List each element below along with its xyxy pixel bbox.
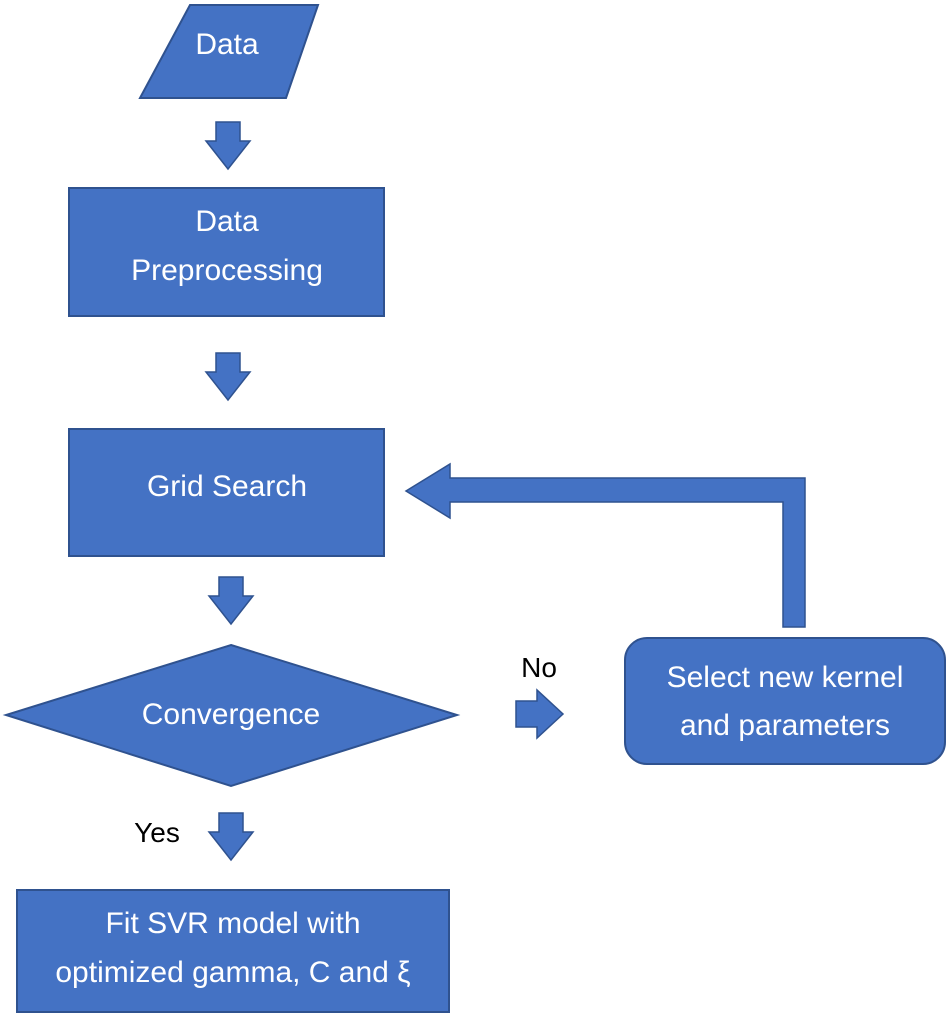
node-fit-model: Fit SVR model with optimized gamma, C an… bbox=[16, 889, 450, 1013]
arrow-preprocessing-to-grid-search bbox=[204, 352, 252, 402]
node-select-kernel-label-line2: and parameters bbox=[680, 709, 890, 742]
node-preprocessing-label-line1: Data bbox=[195, 205, 259, 238]
node-data-label: Data bbox=[195, 28, 259, 61]
node-preprocessing: Data Preprocessing bbox=[68, 187, 385, 317]
edge-label-yes: Yes bbox=[134, 817, 180, 848]
node-select-kernel-shape bbox=[624, 637, 946, 765]
node-convergence: Convergence bbox=[2, 643, 461, 788]
node-grid-search-shape bbox=[68, 428, 385, 557]
node-fit-model-label-line1: Fit SVR model with bbox=[105, 907, 360, 940]
node-preprocessing-shape bbox=[68, 187, 385, 317]
node-preprocessing-label-line2: Preprocessing bbox=[131, 254, 323, 287]
arrow-convergence-to-fit-model bbox=[207, 812, 255, 862]
node-fit-model-shape bbox=[16, 889, 450, 1013]
node-grid-search-label: Grid Search bbox=[147, 470, 307, 503]
node-convergence-shape bbox=[2, 643, 461, 788]
arrow-select-kernel-to-grid-search bbox=[404, 462, 806, 628]
arrow-convergence-to-select-kernel bbox=[515, 688, 565, 740]
node-convergence-label: Convergence bbox=[142, 698, 320, 731]
node-fit-model-label-line2: optimized gamma, C and ξ bbox=[55, 956, 410, 989]
arrow-grid-search-to-convergence bbox=[207, 576, 255, 626]
node-grid-search: Grid Search bbox=[68, 428, 385, 557]
node-select-kernel-label-line1: Select new kernel bbox=[667, 661, 904, 694]
node-data: Data bbox=[138, 4, 320, 99]
node-select-kernel: Select new kernel and parameters bbox=[624, 637, 946, 765]
node-data-shape bbox=[138, 4, 320, 99]
arrow-data-to-preprocessing bbox=[204, 121, 252, 171]
edge-label-no: No bbox=[521, 652, 557, 683]
